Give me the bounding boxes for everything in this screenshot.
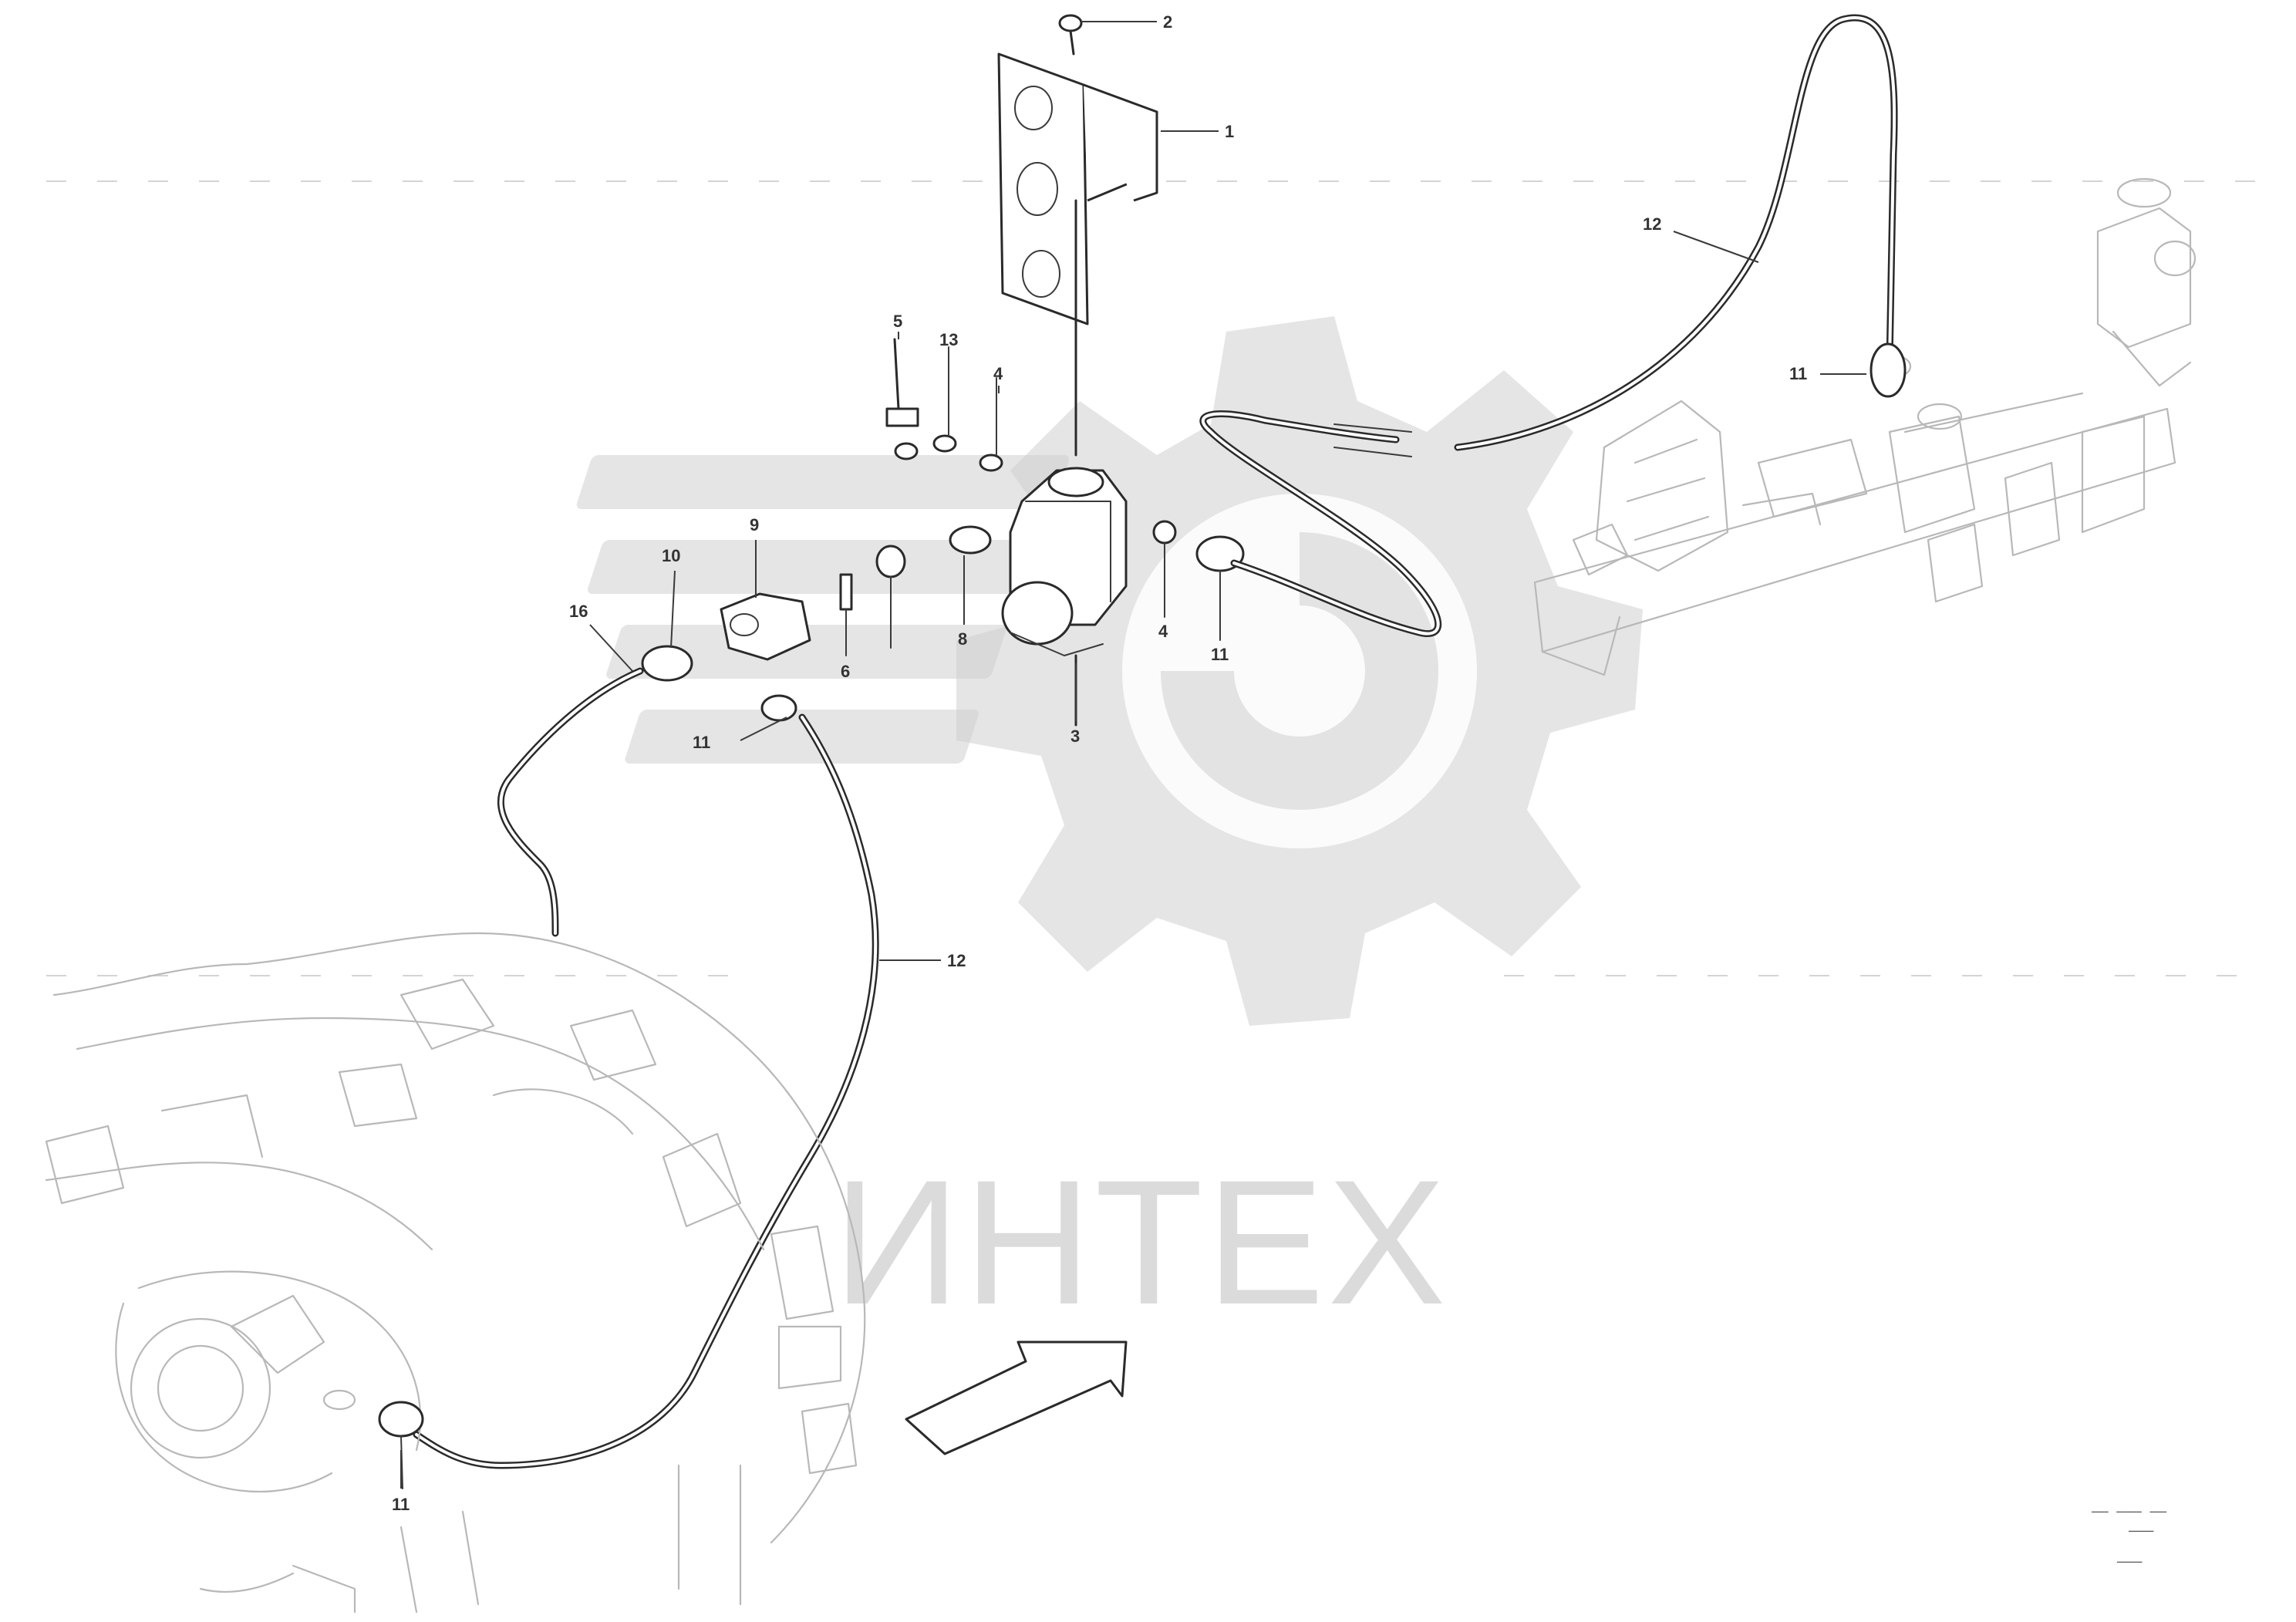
callout-9: 9 xyxy=(750,515,759,534)
transmission-housing xyxy=(45,932,866,1614)
hose-loop xyxy=(1199,410,1442,637)
callout-5: 5 xyxy=(893,312,902,331)
hose-upper-right xyxy=(1454,14,1898,451)
pipe-left xyxy=(497,667,644,937)
drawing-stamp: —— ——— —— ——— ——— xyxy=(2091,1505,2166,1570)
hose-lower xyxy=(413,713,879,1469)
callout-3: 3 xyxy=(1070,727,1080,746)
stamp-code: ——— xyxy=(2116,1555,2143,1570)
callout-8-mid: 8 xyxy=(958,629,967,649)
callout-4-lower: 4 xyxy=(1158,622,1168,641)
fittings-left xyxy=(839,442,992,656)
callout-12-upper: 12 xyxy=(1643,214,1661,234)
stamp-line-1: —— ——— —— xyxy=(2091,1505,2166,1520)
hose-end-fitting xyxy=(1870,342,1907,398)
callout-2: 2 xyxy=(1163,12,1172,32)
callout-12-lower: 12 xyxy=(947,951,966,970)
watermark-text: ИНТЕХ xyxy=(833,1143,1449,1341)
callout-6: 6 xyxy=(841,662,850,681)
transmission-fitting xyxy=(322,1389,424,1489)
callout-1: 1 xyxy=(1225,122,1234,141)
callout-11-right: 11 xyxy=(1211,645,1229,664)
callout-labels: 2 1 12 11 5 13 4 9 10 16 8 6 4 11 3 8 11… xyxy=(392,12,1807,1514)
callout-10: 10 xyxy=(662,546,680,565)
callout-16: 16 xyxy=(569,602,588,621)
callout-4-upper: 4 xyxy=(993,364,1003,383)
watermark-gear-logo: ИНТЕХ xyxy=(576,316,1643,1341)
callout-leaders xyxy=(400,21,1866,1489)
stamp-line-2: ——— xyxy=(2128,1524,2154,1539)
screw xyxy=(1058,14,1083,56)
callout-11-left: 11 xyxy=(693,733,710,752)
direction-arrow-icon xyxy=(905,1340,1128,1455)
callout-13: 13 xyxy=(939,330,958,349)
bracket xyxy=(997,52,1158,457)
callout-11-upper: 11 xyxy=(1789,364,1807,383)
callout-11-bottom: 11 xyxy=(392,1495,410,1514)
valve-block xyxy=(1001,467,1128,727)
fitting-block xyxy=(641,592,811,722)
screw-set xyxy=(885,338,1003,472)
valve-manifold xyxy=(1533,177,2197,676)
